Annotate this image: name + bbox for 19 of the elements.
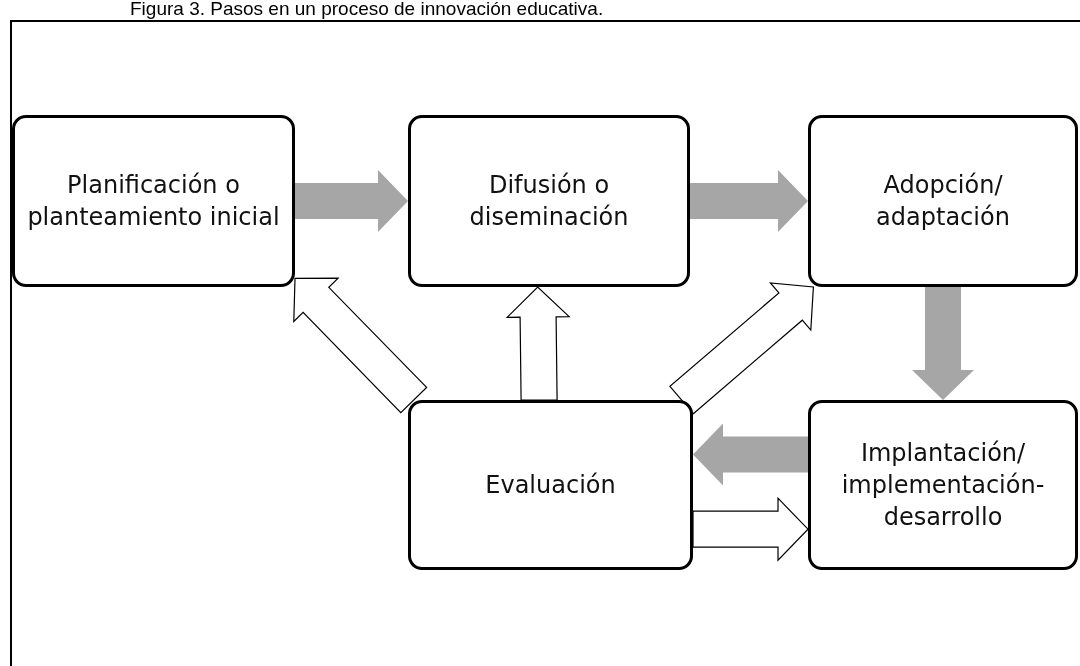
process-box (12, 115, 295, 287)
block-arrow (293, 277, 428, 414)
step-label: Adopción/ adaptación (875, 170, 1011, 233)
process-box (408, 115, 690, 287)
step-label: Difusión o diseminación (468, 170, 630, 233)
process-box (408, 400, 693, 570)
block-arrow (692, 496, 809, 562)
figure-title: Figura 3. Pasos en un proceso de innovación educativa. (130, 0, 604, 19)
block-arrow (912, 287, 974, 400)
process-box (808, 400, 1078, 570)
block-arrow (295, 170, 408, 232)
process-box (808, 115, 1078, 287)
block-arrow (693, 423, 808, 486)
block-arrow (690, 170, 808, 232)
step-label: Evaluación (484, 470, 617, 501)
block-arrow (669, 282, 815, 415)
step-label: Implantación/ implementación-desarrollo (840, 438, 1046, 533)
step-label: Planificación o planteamiento inicial (26, 170, 281, 233)
block-arrow (505, 286, 571, 401)
